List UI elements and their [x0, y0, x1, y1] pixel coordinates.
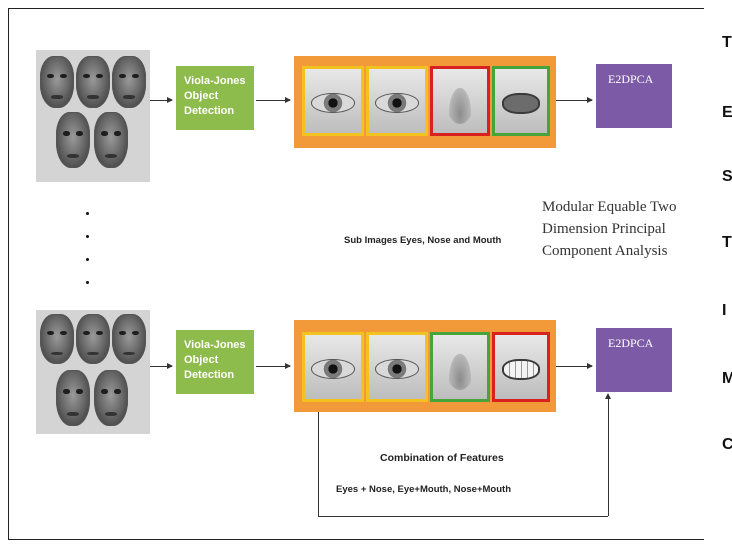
- face-image: [40, 314, 74, 364]
- detector-label-line: Viola-Jones: [184, 339, 246, 351]
- eye-feature-image: [302, 66, 364, 136]
- detector-label-line: Viola-Jones: [184, 75, 246, 87]
- detector-label-line: Detection: [184, 369, 235, 381]
- side-letter: E: [722, 104, 732, 121]
- detector-label-line: Detection: [184, 105, 235, 117]
- eye-feature-image: [366, 332, 428, 402]
- top-output-box: E2DPCA: [596, 64, 672, 128]
- method-label: Modular Equable Two Dimension Principal …: [542, 196, 676, 262]
- face-image: [40, 56, 74, 108]
- ellipsis-dot: [86, 258, 89, 261]
- detector-label-line: Object: [184, 90, 219, 102]
- face-image: [94, 370, 128, 426]
- top-feature-panel: [294, 56, 556, 148]
- method-label-line: Modular Equable Two: [542, 199, 677, 215]
- eye-feature-image: [366, 66, 428, 136]
- side-letter: T: [722, 34, 732, 51]
- side-letter: C: [722, 436, 732, 453]
- arrow-collage-to-detector: [150, 363, 173, 369]
- arrow-collage-to-detector: [150, 97, 173, 103]
- arrow-features-to-output: [556, 97, 593, 103]
- combination-title: Combination of Features: [380, 452, 504, 464]
- ellipsis-dot: [86, 235, 89, 238]
- top-face-collage: [36, 50, 150, 182]
- arrow-detector-to-features: [256, 97, 291, 103]
- nose-feature-image: [430, 66, 490, 136]
- side-letter: I: [722, 302, 727, 319]
- face-image: [76, 56, 110, 108]
- face-image: [76, 314, 110, 364]
- sub-images-label: Sub Images Eyes, Nose and Mouth: [344, 235, 502, 246]
- combination-loop-line: [318, 412, 319, 516]
- ellipsis-dot: [86, 212, 89, 215]
- side-letter: T: [722, 234, 732, 251]
- arrow-detector-to-features: [256, 363, 291, 369]
- bottom-output-box: E2DPCA: [596, 328, 672, 392]
- side-letter: M: [722, 370, 732, 387]
- arrow-features-to-output: [556, 363, 593, 369]
- ellipsis-dot: [86, 281, 89, 284]
- combination-loop-arrow: [605, 393, 611, 516]
- mouth-feature-image: [492, 66, 550, 136]
- face-image: [112, 56, 146, 108]
- method-label-line: Dimension Principal: [542, 221, 666, 237]
- face-image: [56, 112, 90, 168]
- combination-list: Eyes + Nose, Eye+Mouth, Nose+Mouth: [336, 484, 512, 495]
- face-image: [112, 314, 146, 364]
- mouth-feature-image: [492, 332, 550, 402]
- side-letter: S: [722, 168, 732, 185]
- face-image: [56, 370, 90, 426]
- top-detector-box: Viola-Jones Object Detection: [176, 66, 254, 130]
- bottom-detector-box: Viola-Jones Object Detection: [176, 330, 254, 394]
- bottom-feature-panel: [294, 320, 556, 412]
- eye-feature-image: [302, 332, 364, 402]
- detector-label-line: Object: [184, 354, 219, 366]
- frame-cut: [704, 8, 718, 540]
- face-image: [94, 112, 128, 168]
- method-label-line: Component Analysis: [542, 243, 668, 259]
- bottom-face-collage: [36, 310, 150, 434]
- nose-feature-image: [430, 332, 490, 402]
- combination-loop-line: [318, 516, 608, 517]
